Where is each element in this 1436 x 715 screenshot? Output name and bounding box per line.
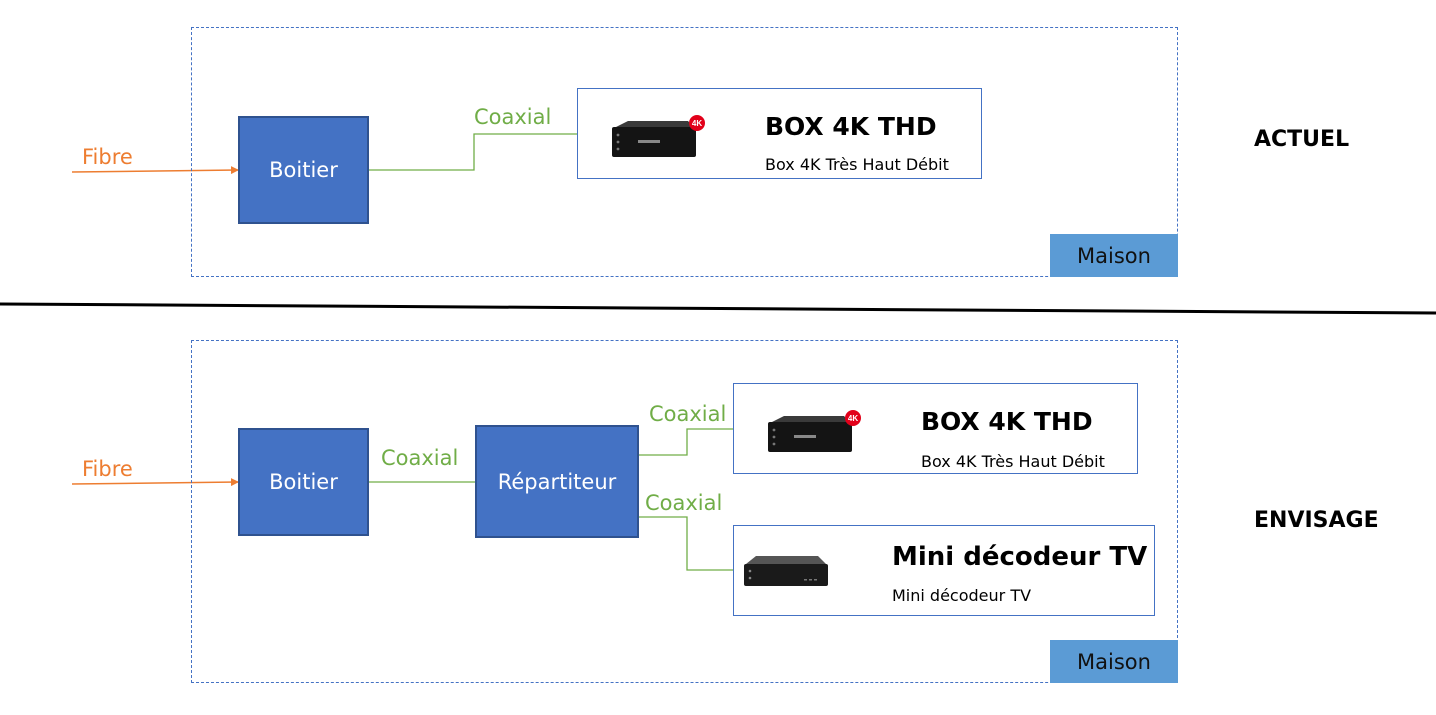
repartiteur-node[interactable]: Répartiteur: [475, 425, 639, 538]
fibre-line-actuel: [71, 166, 239, 175]
coax-label-to-box: Coaxial: [649, 402, 727, 426]
maison-zone-actuel: [191, 27, 1178, 277]
device-card-mini-decoder[interactable]: Mini décodeur TV Mini décodeur TV: [733, 525, 1155, 616]
coax-line-repartiteur-box: [638, 428, 735, 456]
coax-label-to-mini: Coaxial: [645, 491, 723, 515]
device-subtitle: Box 4K Très Haut Débit: [765, 155, 949, 174]
device-subtitle: Box 4K Très Haut Débit: [921, 452, 1105, 471]
device-title: Mini décodeur TV: [892, 542, 1148, 572]
coax-line-actuel: [369, 133, 578, 171]
coax-line-repartiteur-mini: [638, 516, 735, 571]
section-divider: [0, 302, 1436, 315]
fibre-label-actuel: Fibre: [82, 145, 133, 169]
maison-zone-envisage: [191, 340, 1178, 683]
maison-label-actuel: Maison: [1050, 234, 1178, 277]
boitier-node-envisage[interactable]: Boitier: [238, 428, 369, 536]
svg-text:4K: 4K: [692, 119, 702, 128]
maison-label-envisage: Maison: [1050, 640, 1178, 683]
svg-text:4K: 4K: [848, 414, 858, 423]
fibre-line-envisage: [71, 478, 239, 487]
mini-decoder-icon: [744, 556, 828, 586]
state-label-actuel: ACTUEL: [1254, 127, 1350, 152]
device-subtitle: Mini décodeur TV: [892, 586, 1032, 605]
device-title: BOX 4K THD: [921, 407, 1093, 436]
boitier-node-actuel[interactable]: Boitier: [238, 116, 369, 224]
device-title: BOX 4K THD: [765, 112, 937, 141]
coax-label-boitier-repartiteur: Coaxial: [381, 446, 459, 470]
state-label-envisage: ENVISAGE: [1254, 508, 1379, 533]
device-card-box4k-envisage[interactable]: 4K BOX 4K THD Box 4K Très Haut Débit: [733, 383, 1138, 474]
tv-box-4k-icon: 4K: [768, 410, 861, 452]
fibre-label-envisage: Fibre: [82, 457, 133, 481]
tv-box-4k-icon: 4K: [612, 115, 705, 157]
coax-label-actuel: Coaxial: [474, 105, 552, 129]
device-card-box4k-actuel[interactable]: 4K BOX 4K THD Box 4K Très Haut Débit: [577, 88, 982, 179]
